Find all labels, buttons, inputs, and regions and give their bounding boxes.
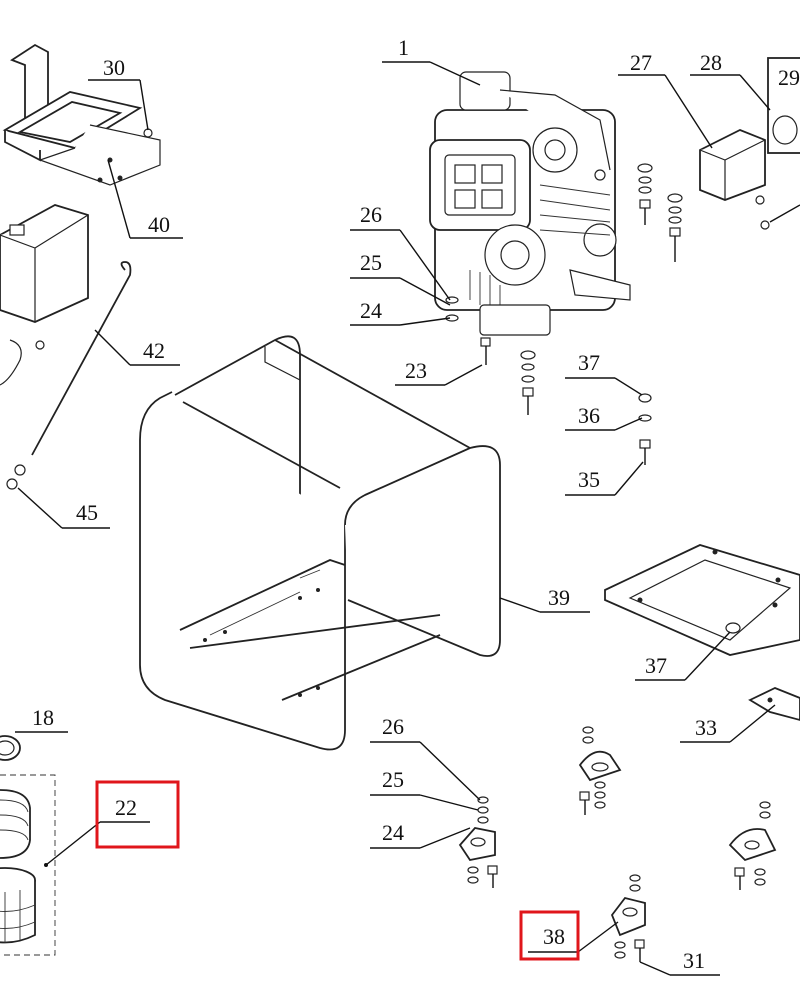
callout-27: 27: [630, 50, 652, 75]
control-box-part: [699, 57, 800, 230]
callout-26b: 26: [382, 714, 404, 739]
highlight-box-38: [519, 910, 580, 961]
callout-labels: 1 27 28 29 30 40 26 25 24 23 42 37 36 35…: [32, 35, 800, 973]
shock-mount-part: [578, 726, 622, 815]
callout-23: 23: [405, 358, 427, 383]
bracket-part: [748, 687, 800, 721]
callout-37b: 37: [645, 653, 667, 678]
callout-39: 39: [548, 585, 570, 610]
callout-29: 29: [778, 65, 800, 90]
shock-mount-part: [728, 801, 777, 890]
callout-42: 42: [143, 338, 165, 363]
callout-22: 22: [115, 795, 137, 820]
callout-25a: 25: [360, 250, 382, 275]
shock-mount-part: [610, 874, 646, 962]
callout-30: 30: [103, 55, 125, 80]
callout-31: 31: [683, 948, 705, 973]
engine-part: [429, 71, 631, 336]
callout-28: 28: [700, 50, 722, 75]
battery-tray-part: [2, 43, 161, 186]
engine-bolts: [445, 163, 683, 465]
callout-37a: 37: [578, 350, 600, 375]
callout-25b: 25: [382, 767, 404, 792]
battery-part: [0, 204, 89, 386]
callout-40: 40: [148, 212, 170, 237]
base-plate-part: [604, 544, 800, 656]
shock-mount-part: [458, 796, 498, 888]
leader-lines: [15, 61, 776, 976]
callout-33: 33: [695, 715, 717, 740]
callout-24b: 24: [382, 820, 404, 845]
rod-part: [6, 261, 132, 490]
frame-part: [139, 335, 501, 751]
callout-38: 38: [543, 924, 565, 949]
callout-45: 45: [76, 500, 98, 525]
callout-36: 36: [578, 403, 600, 428]
strainer-part: [0, 735, 56, 956]
highlight-box-22: [95, 780, 180, 849]
callout-1: 1: [398, 35, 409, 60]
callout-24a: 24: [360, 298, 382, 323]
callout-26a: 26: [360, 202, 382, 227]
callout-35: 35: [578, 467, 600, 492]
callout-18: 18: [32, 705, 54, 730]
